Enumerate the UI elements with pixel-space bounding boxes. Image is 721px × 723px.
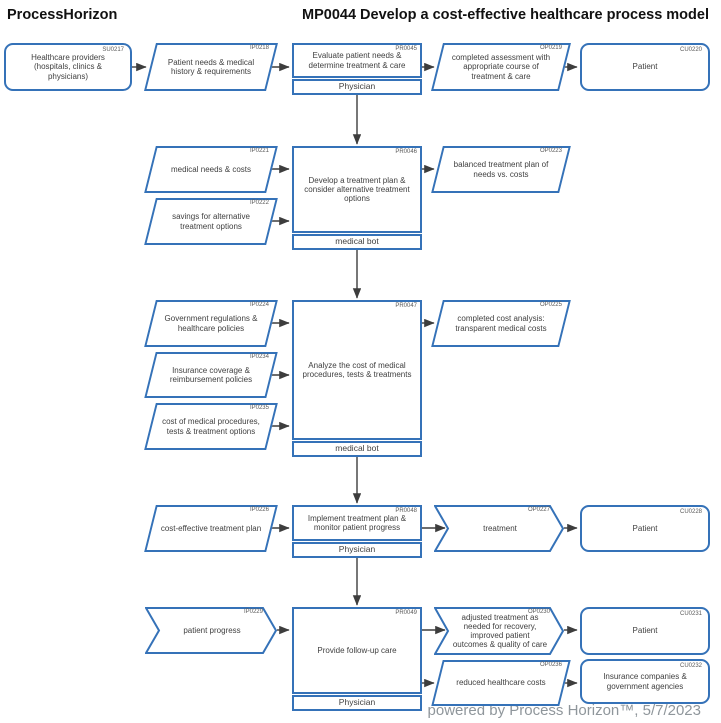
shape-label: Patient [632,523,658,533]
actor-lane: Physician [292,79,422,95]
input-node-ip0229: IP0229 patient progress [145,607,277,654]
shape-code: PR0047 [395,303,417,309]
actor-lane: Physician [292,695,422,711]
shape-label: Healthcare providers (hospitals, clinics… [31,53,105,81]
output-node-op0230: OP0230 adjusted treatment as needed for … [434,607,564,655]
customer-node-cu0220: CU0220 Patient [580,43,710,91]
chevron-outline [434,607,564,655]
process-body: PR0046 Develop a treatment plan & consid… [292,146,422,233]
shape-label: reduced healthcare costs [456,678,546,688]
shape-label: Insurance companies & government agencie… [603,672,687,691]
shape-label: cost of medical procedures, tests & trea… [162,417,260,436]
shape-label: completed cost analysis: transparent med… [455,314,547,333]
actor-lane: medical bot [292,234,422,250]
shape-code: PR0049 [395,610,417,616]
shape-label: patient progress [183,625,241,635]
shape-label: medical needs & costs [170,164,252,174]
shape-code: IP0226 [249,507,269,513]
actor-lane: Physician [292,542,422,558]
shape-code: OP0225 [539,302,562,308]
shape-label: Patient [632,626,658,636]
shape-code: IP0235 [249,405,269,411]
shape-label: adjusted treatment as needed for recover… [452,612,548,650]
shape-label: treatment [483,523,517,533]
process-body: PR0049 Provide follow-up care [292,607,422,694]
customer-node-cu0228: CU0228 Patient [580,505,710,552]
shape-label: cost-effective treatment plan [160,523,262,533]
shape-code: CU0231 [679,611,702,617]
shape-label: Insurance coverage & reimbursement polic… [169,365,253,384]
supplier-node-su0217: SU0217 Healthcare providers (hospitals, … [4,43,132,91]
shape-label: Develop a treatment plan & consider alte… [304,175,410,204]
shape-label: Evaluate patient needs & determine treat… [308,51,406,70]
shape-code: OP0236 [539,662,562,668]
shape-code: CU0228 [679,509,702,515]
shape-code: OP0230 [527,609,550,615]
shape-code: IP0218 [249,45,269,51]
shape-code: PR0046 [395,149,417,155]
output-node-op0223: OP0223 balanced treatment plan of needs … [431,146,571,193]
shape-label: Patient [632,62,658,72]
powered-by-credit: powered by Process Horizon™, 5/7/2023 [427,702,701,719]
input-node-ip0235: IP0235 cost of medical procedures, tests… [144,403,278,450]
process-body: PR0045 Evaluate patient needs & determin… [292,43,422,78]
shape-label: Analyze the cost of medical procedures, … [302,360,412,379]
input-node-ip0221: IP0221 medical needs & costs [144,146,278,193]
output-node-op0236: OP0236 reduced healthcare costs [431,660,571,706]
shape-code: IP0234 [249,354,269,360]
process-node-pr0049: PR0049 Provide follow-up care Physician [292,607,422,711]
shape-code: SU0217 [102,47,124,53]
shape-label: Implement treatment plan & monitor patie… [307,513,407,532]
shape-code: IP0222 [249,200,269,206]
output-node-op0225: OP0225 completed cost analysis: transpar… [431,300,571,347]
shape-code: OP0227 [527,507,550,513]
shape-code: PR0045 [395,46,417,52]
shape-label: completed assessment with appropriate co… [451,53,551,81]
output-node-op0219: OP0219 completed assessment with appropr… [431,43,571,91]
process-body: PR0048 Implement treatment plan & monito… [292,505,422,541]
shape-code: CU0220 [679,47,702,53]
process-body: PR0047 Analyze the cost of medical proce… [292,300,422,440]
input-node-ip0226: IP0226 cost-effective treatment plan [144,505,278,552]
shape-label: Government regulations & healthcare poli… [164,314,258,333]
actor-lane: medical bot [292,441,422,457]
process-node-pr0046: PR0046 Develop a treatment plan & consid… [292,146,422,250]
shape-code: IP0229 [243,609,263,615]
customer-node-cu0232: CU0232 Insurance companies & government … [580,659,710,704]
input-node-ip0234: IP0234 Insurance coverage & reimbursemen… [144,352,278,398]
shape-label: balanced treatment plan of needs vs. cos… [453,160,549,179]
output-node-op0227: OP0227 treatment [434,505,564,552]
chevron-outline [434,505,564,552]
process-node-pr0048: PR0048 Implement treatment plan & monito… [292,505,422,558]
brand-heading: ProcessHorizon [7,7,118,23]
input-node-ip0224: IP0224 Government regulations & healthca… [144,300,278,347]
shape-code: OP0223 [539,148,562,154]
shape-code: IP0224 [249,302,269,308]
input-node-ip0218: IP0218 Patient needs & medical history &… [144,43,278,91]
chevron-outline [145,607,277,654]
shape-code: PR0048 [395,508,417,514]
shape-code: OP0219 [539,45,562,51]
customer-node-cu0231: CU0231 Patient [580,607,710,655]
shape-label: savings for alternative treatment option… [172,212,250,231]
input-node-ip0222: IP0222 savings for alternative treatment… [144,198,278,245]
shape-label: Patient needs & medical history & requir… [167,57,255,76]
process-node-pr0047: PR0047 Analyze the cost of medical proce… [292,300,422,457]
shape-label: Provide follow-up care [317,645,397,655]
page-title: MP0044 Develop a cost-effective healthca… [302,7,709,23]
process-node-pr0045: PR0045 Evaluate patient needs & determin… [292,43,422,95]
shape-code: IP0221 [249,148,269,154]
shape-code: CU0232 [679,663,702,669]
